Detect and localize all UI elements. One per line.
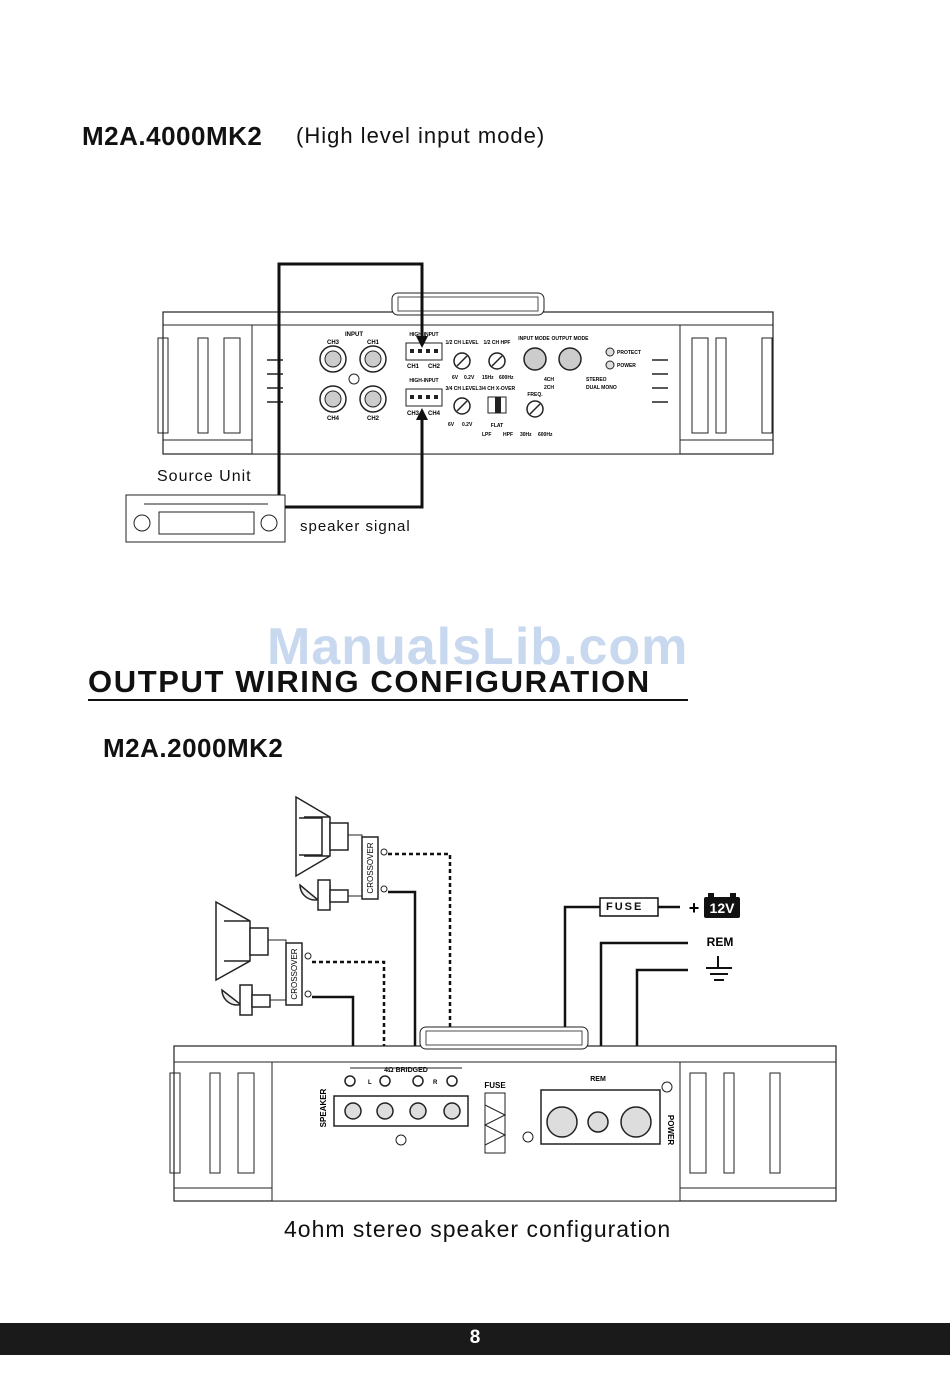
f30-label: 30Hz: [520, 432, 532, 438]
jack-label: CH3: [327, 340, 340, 346]
high-input-label: HIGH-INPUT: [409, 332, 438, 338]
jack-label: CH4: [327, 416, 340, 422]
battery-12v: 12V: [710, 900, 736, 916]
v02-label: 0.2V: [464, 375, 475, 381]
hpf12-label: 1/2 CH HPF: [484, 340, 511, 346]
configuration-caption: 4ohm stereo speaker configuration: [284, 1216, 672, 1242]
jack-label: CH1: [367, 340, 380, 346]
model-title-2000: M2A.2000MK2: [103, 733, 284, 763]
high-ch-label: CH4: [428, 411, 441, 417]
high-input-label: HIGH-INPUT: [409, 378, 438, 384]
power-panel-label: POWER: [666, 1115, 675, 1145]
dual-mono-label: DUAL MONO: [586, 385, 617, 391]
fuse-box-label: FUSE: [606, 901, 644, 913]
jack-label: CH2: [367, 416, 380, 422]
hpf-label: HPF: [503, 432, 513, 438]
crossover-label: CROSSOVER: [366, 842, 375, 893]
v02-label: 0.2V: [462, 422, 473, 428]
heading-underline: [88, 699, 688, 701]
stereo-label: STEREO: [586, 377, 607, 383]
f15-label: 15Hz: [482, 375, 494, 381]
ch4-label: 4CH: [544, 377, 554, 383]
rem-terminal-label: REM: [590, 1076, 606, 1083]
l-label: L: [368, 1080, 372, 1086]
xover34-label: 3/4 CH X-OVER: [479, 386, 516, 392]
speaker-panel-label: SPEAKER: [319, 1088, 328, 1127]
freq-label: FREQ.: [527, 392, 543, 398]
power-led-label: POWER: [617, 363, 636, 369]
high-ch-label: CH3: [407, 411, 420, 417]
output-mode-label: OUTPUT MODE: [552, 336, 590, 342]
source-unit-label: Source Unit: [157, 468, 252, 485]
high-level-input-diagram: INPUT CH3 CH1 CH4 CH2 HIGH-INPUT CH1 CH2…: [125, 262, 774, 543]
level12-label: 1/2 CH LEVEL: [445, 340, 478, 346]
r-label: R: [433, 1080, 438, 1086]
level34-label: 3/4 CH LEVEL: [445, 386, 478, 392]
watermark: ManualsLib.com: [267, 618, 689, 676]
ch2-label: 2CH: [544, 385, 554, 391]
f600-label: 600Hz: [499, 375, 514, 381]
input-label: INPUT: [345, 332, 363, 338]
fuse-panel-label: FUSE: [484, 1081, 506, 1090]
section-heading: OUTPUT WIRING CONFIGURATION: [88, 664, 651, 699]
lpf-label: LPF: [482, 432, 491, 438]
bridged-label: 4Ω BRIDGED: [384, 1067, 428, 1074]
output-wiring-diagram: CROSSOVER CROSSOVER + 12V REM 4Ω BRIDGED: [169, 795, 837, 1202]
high-ch-label: CH1: [407, 364, 420, 370]
high-ch-label: CH2: [428, 364, 441, 370]
flat-label: FLAT: [491, 423, 503, 429]
v6-label: 6V: [452, 375, 459, 381]
crossover-label: CROSSOVER: [290, 948, 299, 999]
f600b-label: 600Hz: [538, 432, 553, 438]
page-footer-bar: [0, 1323, 950, 1355]
mode-subtitle: (High level input mode): [296, 123, 546, 148]
protect-label: PROTECT: [617, 350, 641, 356]
rem-label: REM: [707, 935, 734, 949]
speaker-signal-label: speaker signal: [300, 518, 411, 535]
v6-label: 6V: [448, 422, 455, 428]
page-number: 8: [469, 1327, 481, 1348]
input-mode-label: INPUT MODE: [518, 336, 550, 342]
plus-sign: +: [689, 898, 700, 918]
model-title-4000: M2A.4000MK2: [82, 121, 263, 151]
